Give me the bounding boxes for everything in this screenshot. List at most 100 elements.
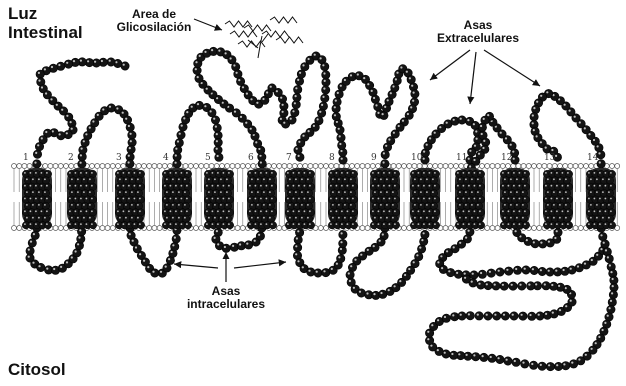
helix-residue-highlight [380,191,382,193]
helix-residue-highlight [137,217,139,219]
residue-highlight [232,245,234,247]
helix-residue-highlight [567,223,569,225]
residue-bead [513,266,521,274]
helix-residue-highlight [75,185,77,187]
residue-highlight [336,121,338,123]
lipid-head [615,164,620,169]
helix-residue-highlight [350,191,352,193]
helix-residue-highlight [301,191,303,193]
helix-residue-highlight [309,223,311,225]
residue-highlight [28,256,30,258]
helix-residue-highlight [344,191,346,193]
helix-residue-highlight [184,204,186,206]
residue-highlight [80,60,82,62]
helix-residue-highlight [547,178,549,180]
helix-residue [565,222,572,229]
residue-highlight [609,264,611,266]
helix-residue-highlight [392,204,394,206]
helix-residue-highlight [392,217,394,219]
helix-residue-highlight [184,191,186,193]
helix-residue-highlight [594,223,596,225]
lipid-head [162,164,167,169]
lipid-head [313,164,318,169]
helix-residue-highlight [123,210,125,212]
extracellular-loops-label-line2: Extracelulares [426,32,530,45]
helix-residue-highlight [372,185,374,187]
helix-residue-highlight [519,172,521,174]
helix-residue-highlight [551,185,553,187]
residue-bead [222,244,230,252]
residue-highlight [412,100,414,102]
residue-bead [37,263,45,271]
helix-number-8: 8 [329,153,335,163]
helix-residue-highlight [223,198,225,200]
helix-residue-highlight [588,185,590,187]
helix-residue-highlight [125,204,127,206]
helix-residue-highlight [220,204,222,206]
residue-highlight [316,271,318,273]
residue-highlight [505,137,507,139]
residue-highlight [421,239,423,241]
residue-highlight [225,52,227,54]
lipid-head [573,164,578,169]
extracellular-loops-label: Asas Extracelulares [426,19,530,45]
residue-highlight [475,130,477,132]
residue-highlight [476,138,478,140]
glycan-stem [258,36,262,58]
lipid-head [272,164,277,169]
helix-residue-highlight [479,210,481,212]
helix-residue-highlight [590,191,592,193]
residue-highlight [280,97,282,99]
helix-residue-highlight [519,210,521,212]
helix-residue-highlight [220,191,222,193]
helix-residue-highlight [545,198,547,200]
lipid-head [204,164,209,169]
helix-residue-highlight [332,178,334,180]
helix-residue-highlight [553,204,555,206]
residue-highlight [217,155,219,157]
residue-highlight [440,255,442,257]
helix-residue [226,222,233,229]
helix-residue-highlight [559,217,561,219]
helix-residue-highlight [164,210,166,212]
residue-bead [293,93,301,101]
lipid-head [324,164,329,169]
lipid-head [407,164,412,169]
residue-highlight [37,144,39,146]
helix-residue-highlight [608,178,610,180]
lipid-head [303,164,308,169]
residue-highlight [514,360,516,362]
helix-residue-highlight [504,204,506,206]
lipid-head [168,164,173,169]
residue-bead [542,282,550,290]
helix-residue-highlight [170,172,172,174]
glycosylation-tree [225,17,303,58]
helix-residue-highlight [89,191,91,193]
helix-residue-highlight [420,204,422,206]
residue-highlight [214,237,216,239]
helix-residue-highlight [551,172,553,174]
helix-residue-highlight [131,191,133,193]
lipid-head [58,164,63,169]
helix-residue-highlight [181,198,183,200]
helix-residue-highlight [119,204,121,206]
residue-bead [500,282,508,290]
residue-highlight [610,271,612,273]
residue-highlight [591,348,593,350]
helix-residue-highlight [559,191,561,193]
helix-residue-highlight [186,210,188,212]
residue-bead [450,351,458,359]
residue-bead [126,123,134,131]
residue-highlight [250,128,252,130]
helix-residue-highlight [602,178,604,180]
helix-residue-highlight [214,191,216,193]
helix-residue-highlight [166,217,168,219]
residue-highlight [536,101,538,103]
residue-highlight [469,150,471,152]
residue-highlight [78,237,80,239]
helix-residue-highlight [502,210,504,212]
helix-residue-highlight [287,198,289,200]
helix-residue-highlight [565,191,567,193]
lipid-head [152,226,157,231]
helix-residue-highlight [414,217,416,219]
